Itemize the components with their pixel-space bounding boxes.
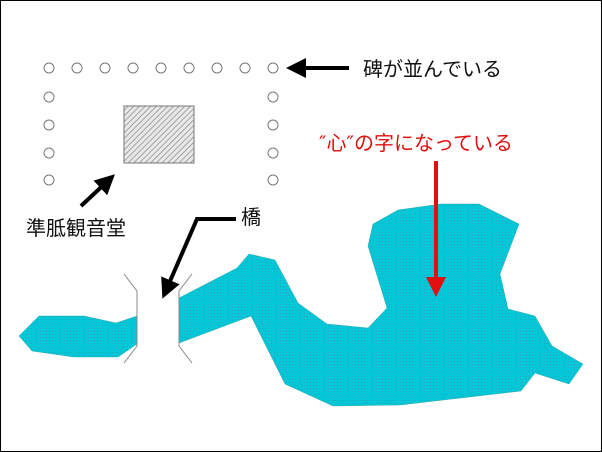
bridge-label: 橋 bbox=[241, 205, 261, 229]
monument-stones bbox=[43, 62, 279, 186]
bridge bbox=[123, 273, 193, 364]
pond-heart-shaped bbox=[178, 203, 584, 407]
monuments-label: 碑が並んでいる bbox=[363, 57, 502, 81]
temple-label: 準胝観音堂 bbox=[26, 216, 126, 240]
temple-building bbox=[123, 105, 195, 164]
pond-west bbox=[18, 315, 138, 358]
bridge-arrow bbox=[161, 217, 236, 299]
heart-shape-label: ″心″の字になっている bbox=[319, 131, 513, 155]
temple-arrow bbox=[79, 174, 115, 208]
